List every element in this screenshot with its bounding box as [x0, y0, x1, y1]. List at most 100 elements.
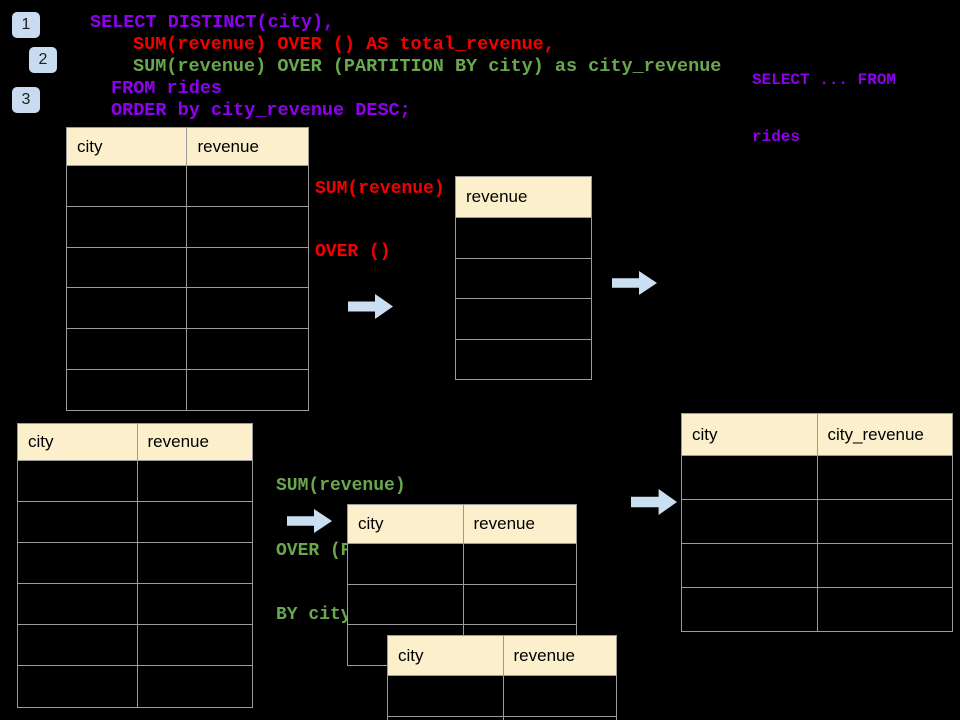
table-cell — [136, 501, 254, 544]
table-cell — [455, 338, 592, 380]
sql-line-order-by: ORDER by city_revenue DESC; — [111, 100, 411, 121]
table-row — [681, 499, 953, 544]
step-badge-label: 1 — [21, 16, 31, 33]
table-cell — [136, 624, 254, 667]
table-cell — [186, 328, 309, 370]
table-row — [387, 715, 617, 720]
right-arrow-icon — [631, 489, 677, 515]
table-cell — [816, 455, 953, 500]
side-note-line2: rides — [752, 128, 801, 146]
table-row — [65, 165, 309, 207]
table-row — [455, 257, 592, 299]
column-header-city: city — [65, 127, 188, 166]
table-row — [17, 583, 254, 626]
table-cell — [186, 246, 309, 289]
column-header-city-revenue: city_revenue — [816, 413, 953, 456]
table-header-row: revenue — [455, 176, 592, 218]
table-row — [17, 665, 254, 708]
sql-line-select: SELECT DISTINCT(city), — [90, 12, 335, 33]
table-cell — [455, 298, 592, 340]
table-cell — [136, 459, 254, 503]
annotation-line1: SUM(revenue) — [276, 476, 406, 496]
table-row — [347, 583, 577, 625]
table-cell — [347, 583, 464, 625]
table-cell — [462, 543, 577, 585]
table-header-row: city city_revenue — [681, 413, 953, 456]
table-cell — [502, 715, 617, 720]
table-cell — [65, 246, 188, 289]
table-cell — [816, 587, 953, 632]
column-header-revenue: revenue — [502, 635, 617, 676]
table-cell — [502, 675, 617, 717]
table-cell — [347, 543, 464, 585]
table-cell — [186, 287, 309, 330]
result-table: city city_revenue — [681, 413, 953, 632]
table-row — [65, 368, 309, 411]
table-header-row: city revenue — [17, 423, 254, 461]
column-header-revenue: revenue — [136, 423, 254, 461]
annotation-line2: OVER () — [315, 242, 391, 262]
table-row — [17, 542, 254, 585]
table-row — [65, 205, 309, 248]
table-cell — [17, 583, 138, 626]
table-cell — [65, 287, 188, 330]
source-table-bottom: city revenue — [17, 423, 254, 708]
table-cell — [186, 368, 309, 411]
table-row — [455, 298, 592, 340]
table-row — [17, 624, 254, 667]
table-cell — [136, 583, 254, 626]
table-cell — [462, 583, 577, 625]
table-row — [681, 455, 953, 500]
source-table-top: city revenue — [65, 127, 309, 411]
table-cell — [816, 499, 953, 544]
column-header-city: city — [681, 413, 818, 456]
table-row — [455, 217, 592, 259]
table-header-row: city revenue — [65, 127, 309, 166]
side-note-line1: SELECT ... FROM — [752, 71, 897, 89]
table-cell — [136, 665, 254, 708]
table-row — [455, 338, 592, 380]
table-cell — [816, 543, 953, 588]
step-badge-2: 2 — [29, 47, 57, 73]
column-header-city: city — [347, 504, 464, 544]
total-revenue-table: revenue — [455, 176, 592, 380]
table-cell — [186, 165, 309, 207]
table-cell — [65, 368, 188, 411]
sql-line-sum-over-partition: SUM(revenue) OVER (PARTITION BY city) as… — [133, 56, 722, 77]
table-cell — [65, 328, 188, 370]
table-cell — [387, 715, 504, 720]
column-header-revenue: revenue — [462, 504, 577, 544]
step-badge-label: 2 — [38, 51, 48, 68]
sql-line-from: FROM rides — [111, 78, 223, 99]
column-header-city: city — [387, 635, 504, 676]
table-cell — [17, 665, 138, 708]
table-cell — [455, 257, 592, 299]
table-cell — [136, 542, 254, 585]
table-header-row: city revenue — [347, 504, 577, 544]
table-row — [65, 287, 309, 330]
table-cell — [681, 499, 818, 544]
table-cell — [681, 543, 818, 588]
step-badge-label: 3 — [21, 91, 31, 108]
side-note-select-from-rides: SELECT ... FROM rides — [752, 33, 896, 185]
table-row — [65, 246, 309, 289]
column-header-revenue: revenue — [455, 176, 592, 218]
step-badge-1: 1 — [12, 12, 40, 38]
partition-table-back: city revenue — [387, 635, 617, 720]
table-cell — [186, 205, 309, 248]
table-row — [17, 459, 254, 503]
table-row — [17, 501, 254, 544]
table-cell — [387, 675, 504, 717]
table-row — [681, 543, 953, 588]
table-cell — [65, 205, 188, 248]
table-cell — [17, 459, 138, 503]
table-cell — [17, 501, 138, 544]
step-badge-3: 3 — [12, 87, 40, 113]
table-cell — [681, 455, 818, 500]
table-cell — [17, 624, 138, 667]
table-row — [387, 675, 617, 717]
sql-line-sum-over-total: SUM(revenue) OVER () AS total_revenue, — [133, 34, 555, 55]
column-header-revenue: revenue — [186, 127, 309, 166]
table-row — [347, 543, 577, 585]
